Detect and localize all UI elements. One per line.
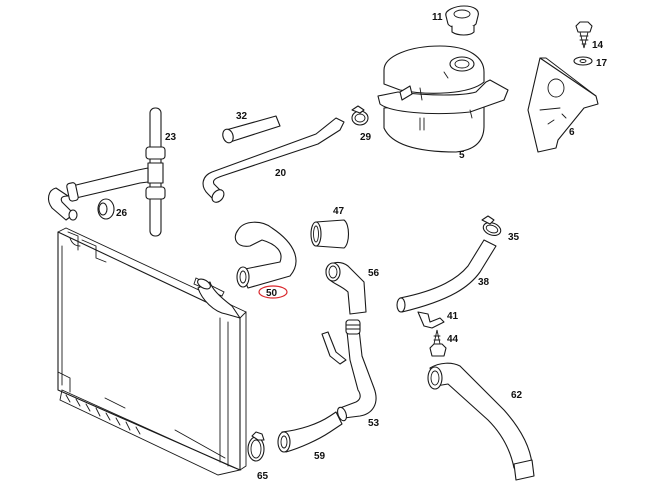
part-label-53[interactable]: 53 <box>368 418 380 429</box>
part-label-6[interactable]: 6 <box>569 127 575 138</box>
part-50-hose[interactable] <box>310 219 350 249</box>
part-label-29[interactable]: 29 <box>360 132 372 143</box>
part-5-expansion-tank[interactable] <box>377 45 509 153</box>
part-label-17[interactable]: 17 <box>596 58 608 69</box>
part-label-65[interactable]: 65 <box>257 471 269 482</box>
part-label-11[interactable]: 11 <box>432 12 443 23</box>
part-23-t-connector[interactable] <box>47 107 166 237</box>
part-32-hose[interactable] <box>221 115 281 144</box>
part-56-hose-elbow[interactable] <box>325 261 367 315</box>
part-14-bolt[interactable] <box>575 21 593 49</box>
part-label-50[interactable]: 47 <box>333 206 345 217</box>
highlight-circle <box>258 285 288 299</box>
part-6-bracket[interactable] <box>527 57 599 153</box>
part-label-20[interactable]: 20 <box>275 168 287 179</box>
part-label-44[interactable]: 44 <box>447 334 459 345</box>
part-65-hose-clamp[interactable] <box>247 431 265 462</box>
part-label-26[interactable]: 26 <box>116 208 128 219</box>
part-26-grommet[interactable] <box>97 198 115 220</box>
part-label-62[interactable]: 62 <box>511 390 523 401</box>
part-label-41[interactable]: 41 <box>447 311 459 322</box>
part-62-hose[interactable] <box>427 362 535 481</box>
part-label-59[interactable]: 59 <box>314 451 326 462</box>
part-53-lower-radiator-hose[interactable] <box>321 319 377 422</box>
part-label-56[interactable]: 56 <box>368 268 380 279</box>
part-44-screw[interactable] <box>429 329 447 357</box>
part-38-hose-clamp[interactable] <box>481 215 502 238</box>
part-label-35[interactable]: 38 <box>478 277 490 288</box>
part-label-47[interactable]: 50 <box>266 288 278 299</box>
part-label-32[interactable]: 32 <box>236 111 248 122</box>
part-label-5[interactable]: 5 <box>459 150 465 161</box>
part-35-hose[interactable] <box>396 239 497 313</box>
part-label-38[interactable]: 35 <box>508 232 520 243</box>
part-17-washer[interactable] <box>573 56 593 66</box>
part-20-hose[interactable] <box>202 117 345 205</box>
part-29-hose-clamp[interactable] <box>351 105 369 126</box>
part-label-23[interactable]: 23 <box>165 132 177 143</box>
part-47-upper-radiator-hose[interactable] <box>234 221 297 299</box>
part-11-cap[interactable] <box>445 5 479 36</box>
part-41-clip[interactable] <box>417 311 445 329</box>
radiator[interactable] <box>57 227 247 476</box>
part-59-hose[interactable] <box>277 411 343 453</box>
part-label-14[interactable]: 14 <box>592 40 604 51</box>
